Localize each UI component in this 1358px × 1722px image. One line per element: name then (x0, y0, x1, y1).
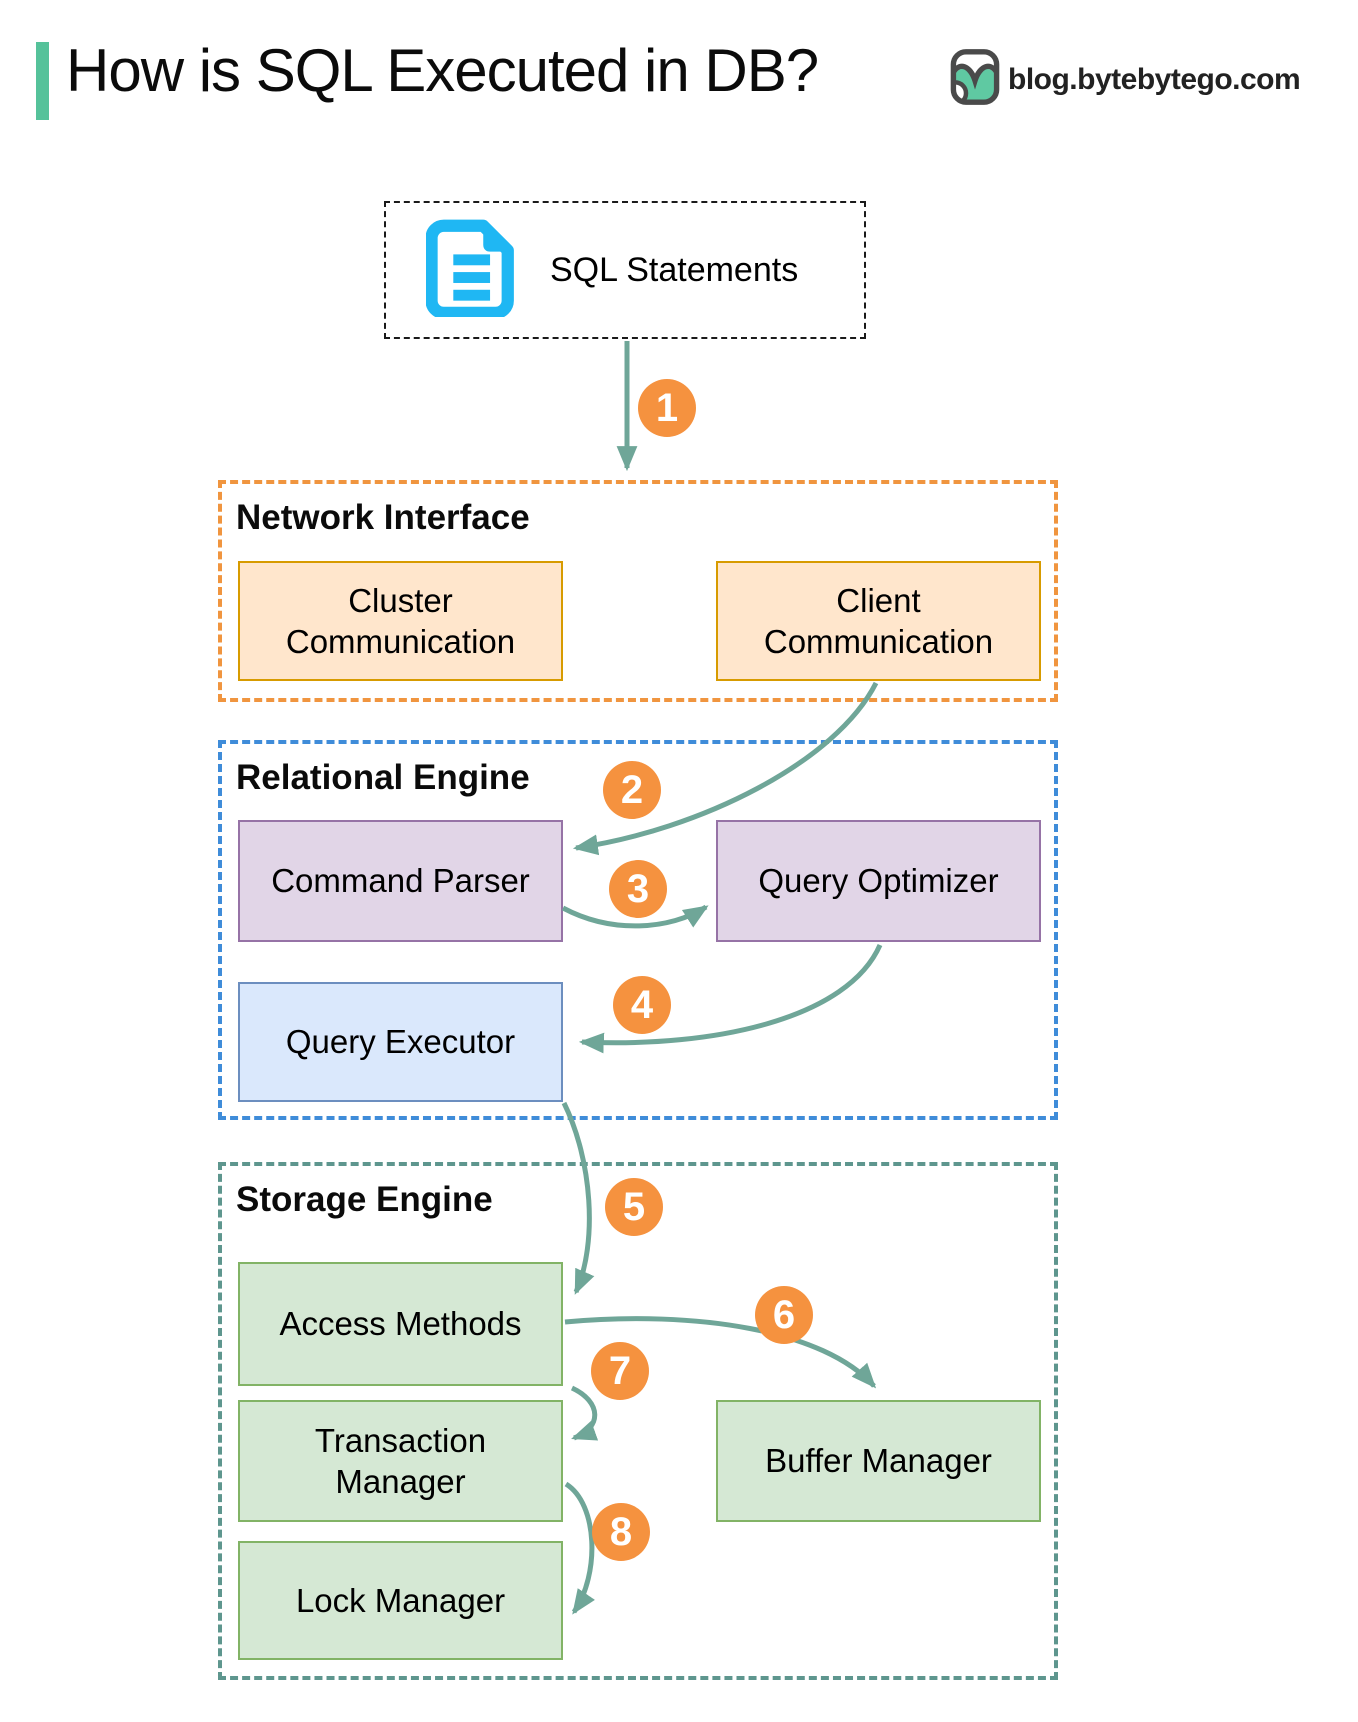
query-executor-box: Query Executor (238, 982, 563, 1102)
buffer-manager-box: Buffer Manager (716, 1400, 1041, 1522)
step-badge-8: 8 (592, 1503, 650, 1561)
step-badge-2: 2 (603, 761, 661, 819)
step-badge-7: 7 (591, 1342, 649, 1400)
title-accent-bar (36, 42, 49, 120)
page-title: How is SQL Executed in DB? (66, 37, 819, 104)
access-methods-box: Access Methods (238, 1262, 563, 1386)
section-title-network: Network Interface (236, 498, 530, 537)
step-badge-1: 1 (638, 379, 696, 437)
bytebytego-bird-logo-icon (948, 46, 1002, 113)
command-parser-box: Command Parser (238, 820, 563, 942)
sql-document-icon (425, 219, 516, 322)
step-badge-3: 3 (609, 860, 667, 918)
brand-site-text: blog.bytebytego.com (1008, 62, 1301, 96)
section-title-relational: Relational Engine (236, 758, 530, 797)
client-communication-box: Client Communication (716, 561, 1041, 681)
section-storage-engine: Storage Engine Access Methods Transactio… (218, 1162, 1058, 1680)
section-title-storage: Storage Engine (236, 1180, 493, 1219)
brand: blog.bytebytego.com (948, 46, 1301, 113)
sql-statements-label: SQL Statements (550, 250, 799, 289)
transaction-manager-box: Transaction Manager (238, 1400, 563, 1522)
step-badge-6: 6 (755, 1286, 813, 1344)
cluster-communication-box: Cluster Communication (238, 561, 563, 681)
section-relational-engine: Relational Engine Command Parser Query O… (218, 740, 1058, 1120)
lock-manager-box: Lock Manager (238, 1541, 563, 1660)
sql-statements-box: SQL Statements (384, 201, 866, 339)
step-badge-5: 5 (605, 1178, 663, 1236)
query-optimizer-box: Query Optimizer (716, 820, 1041, 942)
step-badge-4: 4 (613, 976, 671, 1034)
section-network-interface: Network Interface Cluster Communication … (218, 480, 1058, 702)
